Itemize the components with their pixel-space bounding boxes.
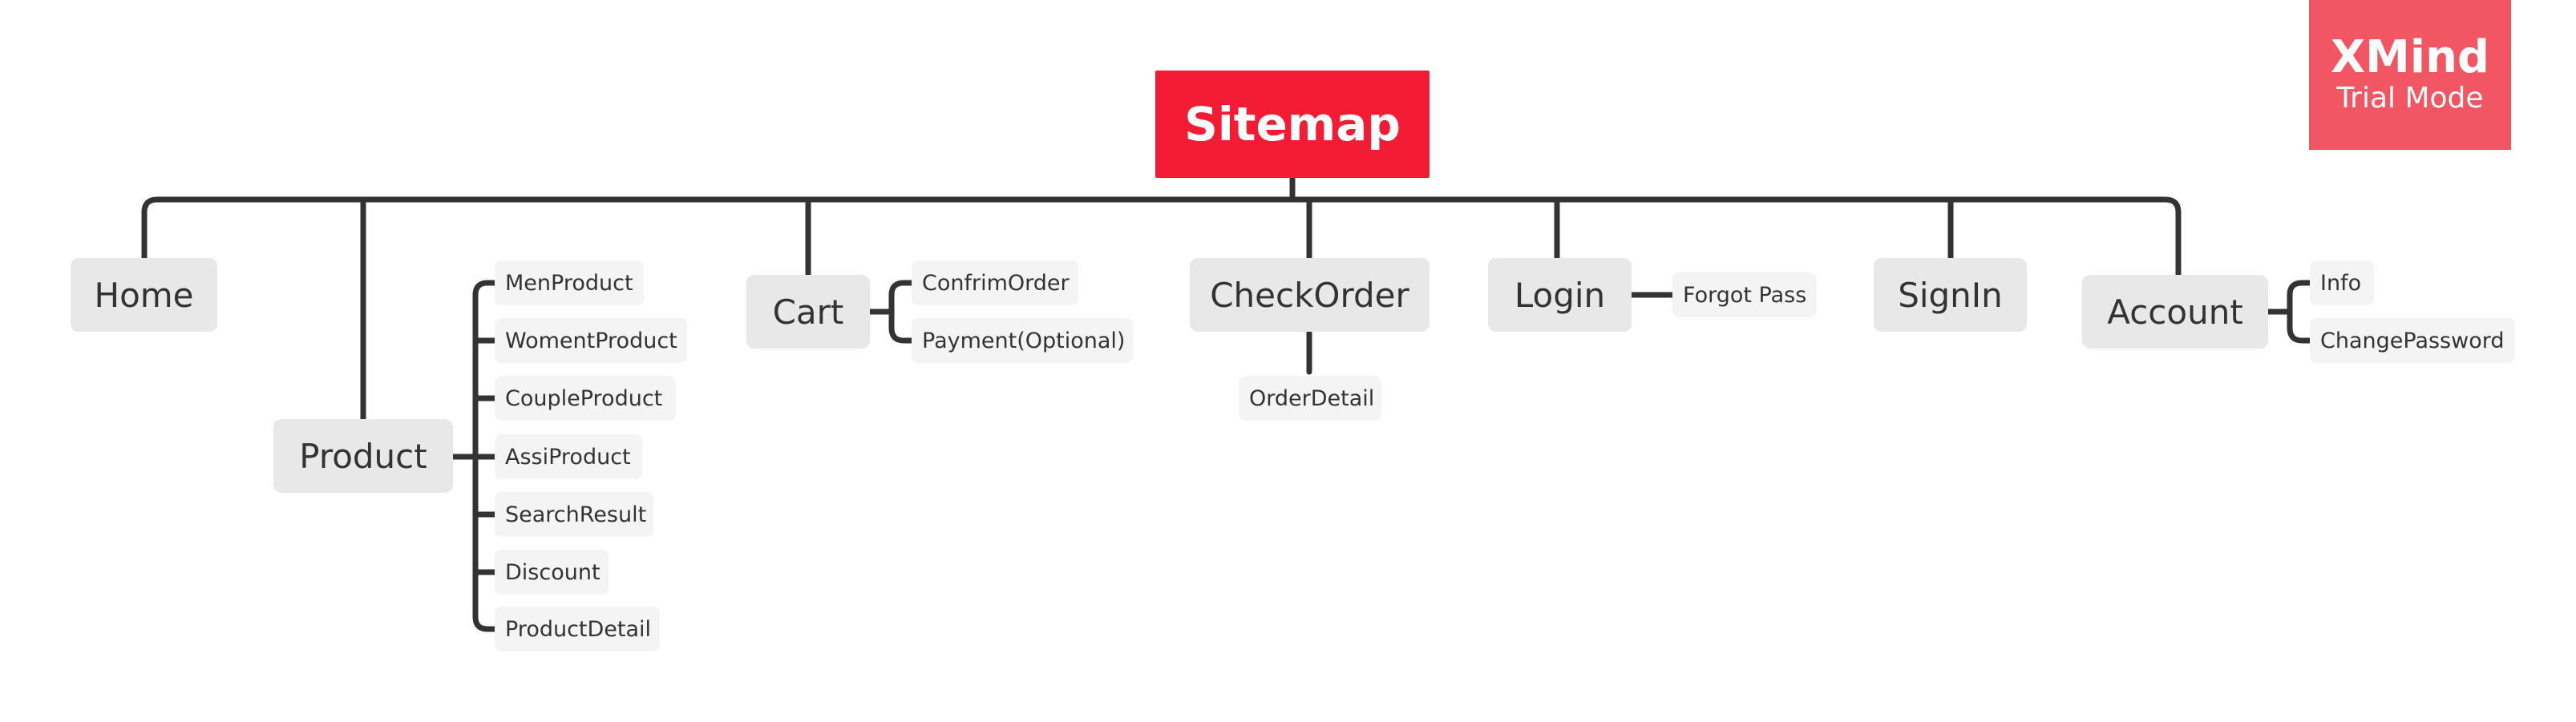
subtopic-orderdetail[interactable]: OrderDetail: [1239, 376, 1381, 421]
topic-checkorder[interactable]: CheckOrder: [1190, 258, 1430, 332]
subtopic-menproduct[interactable]: MenProduct: [495, 260, 644, 305]
root-topic[interactable]: Sitemap: [1155, 71, 1430, 178]
topic-signin[interactable]: SignIn: [1874, 258, 2027, 332]
subtopic-searchresult[interactable]: SearchResult: [495, 492, 653, 537]
subtopic-coupleproduct[interactable]: CoupleProduct: [495, 376, 676, 421]
account-children-connector: [2265, 280, 2313, 344]
bus-line: [141, 196, 2182, 278]
subtopic-discount[interactable]: Discount: [495, 550, 609, 595]
topic-home[interactable]: Home: [71, 258, 217, 332]
subtopic-payment-optional[interactable]: Payment(Optional): [912, 318, 1133, 363]
subtopic-info[interactable]: Info: [2310, 260, 2374, 305]
subtopic-changepassword[interactable]: ChangePassword: [2310, 318, 2515, 363]
topic-product[interactable]: Product: [273, 419, 453, 493]
topic-account[interactable]: Account: [2082, 275, 2268, 349]
subtopic-forgot-pass[interactable]: Forgot Pass: [1672, 272, 1817, 317]
subtopic-womentproduct[interactable]: WomentProduct: [495, 318, 687, 363]
cart-children-connector: [867, 280, 915, 344]
watermark-title: XMind: [2330, 30, 2490, 83]
subtopic-confrimorder[interactable]: ConfrimOrder: [912, 260, 1078, 305]
topic-cart[interactable]: Cart: [746, 275, 870, 349]
xmind-trial-watermark: XMind Trial Mode: [2309, 0, 2511, 150]
subtopic-assiproduct[interactable]: AssiProduct: [495, 434, 642, 479]
product-children-connector: [450, 280, 498, 632]
topic-login[interactable]: Login: [1488, 258, 1632, 332]
watermark-subtitle: Trial Mode: [2336, 82, 2484, 115]
subtopic-productdetail[interactable]: ProductDetail: [495, 607, 660, 651]
